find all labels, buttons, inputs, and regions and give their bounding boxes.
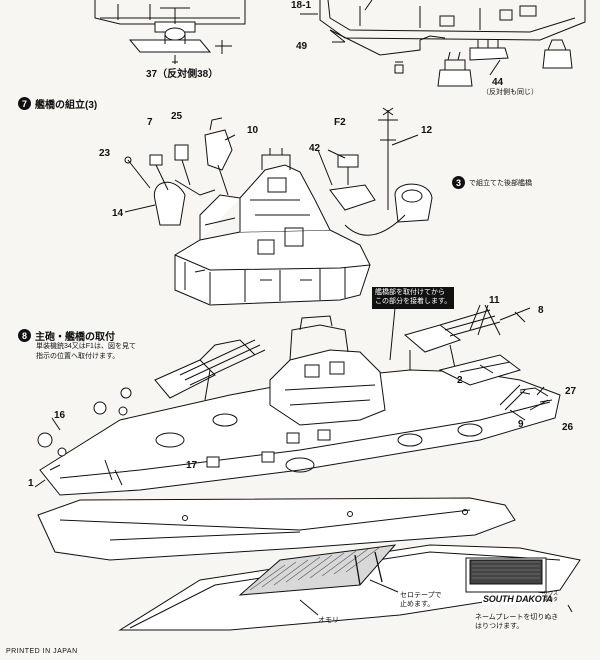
bridge-callout-box: 艦橋部を取付けてから この部分を接着します。 <box>372 287 455 309</box>
part-44-note: （反対側も同じ） <box>482 89 538 96</box>
step-8-heading: 8 主砲・艦橋の取付 <box>18 328 115 343</box>
nameplate-sub: サウス ダコタ <box>543 591 559 604</box>
ref-step-3-text: で組立てた後部艦橋 <box>469 179 532 187</box>
callout-line-1: 艦橋部を取付けてから <box>375 289 445 296</box>
part-27-label: 27 <box>565 386 577 397</box>
part-9-label: 9 <box>518 419 524 430</box>
part-44-label: 44 <box>492 77 504 88</box>
part-2-label: 2 <box>457 375 463 386</box>
nameplate-note-line-2: はりつけます。 <box>475 623 524 630</box>
part-42-label: 42 <box>309 143 321 154</box>
step-7-title: 艦橋の組立(3) <box>35 100 98 111</box>
top-left-hull-part <box>94 0 246 64</box>
nameplate <box>465 557 573 613</box>
nameplate-note-line-1: ネームプレートを切りぬき <box>475 614 559 621</box>
part-49-label: 49 <box>296 41 308 52</box>
part-8-label: 8 <box>538 305 544 316</box>
part-17-label: 17 <box>186 460 198 471</box>
part-18-1-label: 18-1 <box>291 0 312 11</box>
step-8-note-line-1: 単装機銃34又はF1は、図を見て <box>36 343 136 350</box>
part-12-label: 12 <box>421 125 433 136</box>
part-11-label: 11 <box>489 295 500 306</box>
upper-hull-deck <box>34 304 561 496</box>
part-26-label: 26 <box>562 422 574 433</box>
part-1-label: 1 <box>28 478 34 489</box>
part-10-label: 10 <box>247 125 259 136</box>
callout-line-2: この部分を接着します。 <box>375 297 452 305</box>
part-37-38-label: 37（反対側38） <box>146 69 219 80</box>
lower-hull <box>37 497 516 561</box>
tape-note-line-2: 止めます。 <box>400 601 435 608</box>
hull-bottom-with-weight <box>118 544 581 631</box>
nameplate-name: SOUTH DAKOTA <box>483 594 553 604</box>
top-right-hull-part <box>300 0 586 87</box>
part-16-label: 16 <box>54 410 66 421</box>
footer-printed-in-japan: PRINTED IN JAPAN <box>6 648 78 655</box>
tape-note-line-1: セロテープで <box>400 592 442 599</box>
part-f2-label: F2 <box>334 117 346 128</box>
step-8-title: 主砲・艦橋の取付 <box>35 332 115 343</box>
part-7-label: 7 <box>147 117 153 128</box>
bridge-assembly <box>124 107 433 306</box>
step-8-note-line-2: 指示の位置へ取付けます。 <box>36 353 120 360</box>
step-7-number: 7 <box>18 97 31 110</box>
step-7-heading: 7 艦橋の組立(3) <box>18 96 97 111</box>
step-8-number: 8 <box>18 329 31 342</box>
part-25-label: 25 <box>171 111 183 122</box>
part-23-label: 23 <box>99 148 111 159</box>
part-14-label: 14 <box>112 208 124 219</box>
ref-step-3-number: 3 <box>452 176 465 189</box>
rear-bridge-reference: 3 で組立てた後部艦橋 <box>452 176 532 189</box>
weight-label: オモリ <box>318 617 339 624</box>
